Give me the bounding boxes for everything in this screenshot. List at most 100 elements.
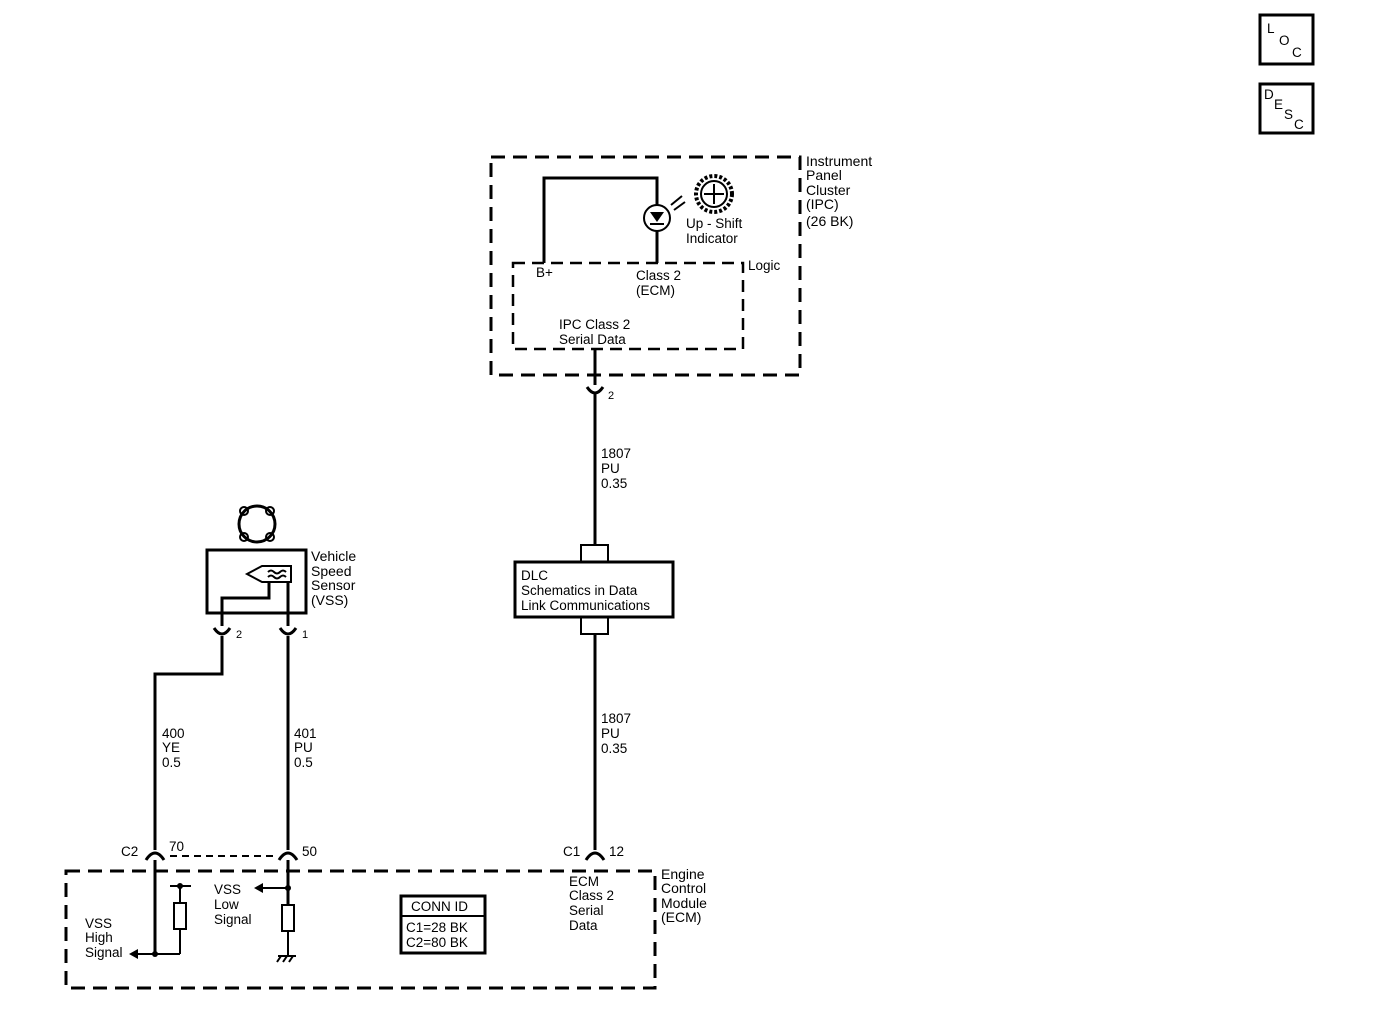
vss-location-icon <box>237 504 277 544</box>
desc-letter-4: C <box>1294 117 1304 132</box>
vss-low-arrow-icon <box>254 883 263 893</box>
ecm-high-resistor-icon <box>173 902 187 930</box>
wire-dlc-ecm-line1: 1807 <box>601 711 631 726</box>
led-icon <box>643 195 686 232</box>
vss-low-line3: Signal <box>214 912 252 927</box>
loc-button-frame <box>1258 13 1315 66</box>
vss-connector-pin-2 <box>212 627 232 636</box>
vss-pin-b-label: 1 <box>302 629 308 641</box>
ecm-pin-12: 12 <box>609 844 624 859</box>
ecm-low-resistor-icon <box>281 904 295 932</box>
ecm-junction-high <box>152 951 158 957</box>
ecm-junction-low <box>285 885 291 891</box>
ipc-name-line2: Panel <box>806 167 842 183</box>
vss-low-line1: VSS <box>214 882 241 897</box>
loc-letter-2: O <box>1279 33 1290 48</box>
desc-letter-3: S <box>1284 107 1293 122</box>
loc-button[interactable]: L O C <box>1258 13 1315 66</box>
wire-401-line1: 401 <box>294 726 317 741</box>
vss-name-line3: Sensor <box>311 577 356 593</box>
ecm-pin-70: 70 <box>169 839 184 854</box>
dlc-link-line2: Link Communications <box>521 598 650 613</box>
loc-letter-3: C <box>1292 45 1302 60</box>
ipc-name-line5: (26 BK) <box>806 213 853 229</box>
dlc-box[interactable]: DLC Schematics in Data Link Communicatio… <box>513 544 675 635</box>
wire-400-line3: 0.5 <box>162 755 181 770</box>
conn-id-c1: C1=28 BK <box>406 920 468 935</box>
ecm-c2-label: C2 <box>121 844 138 859</box>
wire-ipc-dlc-line1: 1807 <box>601 446 631 461</box>
ipc-pin-label: 2 <box>608 390 614 402</box>
ecm-name-line3: Module <box>661 895 707 911</box>
ecm-high-reference-dot <box>177 883 183 889</box>
wire-dlc-ecm-line2: PU <box>601 726 620 741</box>
conn-id-table: CONN ID C1=28 BK C2=80 BK <box>399 894 487 955</box>
dlc-bottom-tab <box>580 616 609 635</box>
wire-400 <box>153 636 224 850</box>
vss-high-line3: Signal <box>85 945 123 960</box>
vss-name-line4: (VSS) <box>311 592 348 608</box>
wire-400-line1: 400 <box>162 726 185 741</box>
ipc-logic-label: Logic <box>748 258 781 273</box>
ipc-serial-line2: Serial Data <box>559 332 626 347</box>
ground-icon <box>276 955 296 963</box>
vss-component: Vehicle Speed Sensor (VSS) 2 1 <box>205 504 356 641</box>
ecm-serial-line1: ECM <box>569 874 599 889</box>
ecm-name-line1: Engine <box>661 866 705 882</box>
desc-letter-2: E <box>1274 97 1283 112</box>
desc-button-frame <box>1258 82 1315 135</box>
wire-400-line2: YE <box>162 740 180 755</box>
vss-pin-a-label: 2 <box>236 629 242 641</box>
vss-high-arrow-icon <box>129 949 138 959</box>
ipc-class2-line1: Class 2 <box>636 268 681 283</box>
ipc-bplus-label: B+ <box>536 265 553 280</box>
ecm-serial-line2: Class 2 <box>569 888 614 903</box>
ecm-connector-c2-70 <box>144 851 166 861</box>
dlc-top-tab <box>580 544 609 563</box>
ipc-outline <box>489 155 802 377</box>
vss-high-line1: VSS <box>85 916 112 931</box>
ecm-connector-c2-50 <box>277 851 299 861</box>
wire-ipc-dlc-line2: PU <box>601 461 620 476</box>
ecm-connector-c1-12 <box>584 851 606 861</box>
ipc-name-line4: (IPC) <box>806 196 839 212</box>
ecm-serial-line3: Serial <box>569 903 604 918</box>
ipc-serial-line1: IPC Class 2 <box>559 317 630 332</box>
ipc-name-line3: Cluster <box>806 182 851 198</box>
vss-name-line2: Speed <box>311 563 351 579</box>
ipc-logic-outline <box>511 261 745 351</box>
ecm-serial-line4: Data <box>569 918 598 933</box>
vss-sensor-icon <box>244 565 292 583</box>
upshift-label-line2: Indicator <box>686 231 738 246</box>
vss-high-line2: High <box>85 930 113 945</box>
ecm-pin-50: 50 <box>302 844 317 859</box>
vss-connector-pin-1 <box>278 627 298 636</box>
conn-id-frame <box>399 894 487 955</box>
ecm-module: C2 70 50 C1 12 VSS High Signal VSS Low <box>64 839 707 990</box>
desc-button[interactable]: D E S C <box>1258 82 1315 135</box>
desc-letter-1: D <box>1264 87 1274 102</box>
ecm-outline <box>64 869 657 990</box>
wire-ipc-dlc-line3: 0.35 <box>601 476 627 491</box>
ipc-connector-pin-2 <box>585 386 605 395</box>
vss-frame <box>205 548 308 615</box>
dlc-title: DLC <box>521 568 548 583</box>
ecm-c1-label: C1 <box>563 844 580 859</box>
vss-low-line2: Low <box>214 897 239 912</box>
ecm-name-line4: (ECM) <box>661 909 701 925</box>
ipc-name-line1: Instrument <box>806 153 872 169</box>
conn-id-title: CONN ID <box>411 899 468 914</box>
loc-letter-1: L <box>1267 21 1275 36</box>
dlc-link-line1: Schematics in Data <box>521 583 638 598</box>
upshift-label-line1: Up - Shift <box>686 216 743 231</box>
vss-name-line1: Vehicle <box>311 548 356 564</box>
ipc-class2-line2: (ECM) <box>636 283 675 298</box>
ipc-bplus-wire <box>542 176 659 263</box>
vss-internal-wire-a <box>220 582 271 626</box>
wire-401-line3: 0.5 <box>294 755 313 770</box>
wire-401-line2: PU <box>294 740 313 755</box>
ecm-name-line2: Control <box>661 880 706 896</box>
conn-id-c2: C2=80 BK <box>406 935 468 950</box>
transmission-gear-icon <box>694 174 734 214</box>
